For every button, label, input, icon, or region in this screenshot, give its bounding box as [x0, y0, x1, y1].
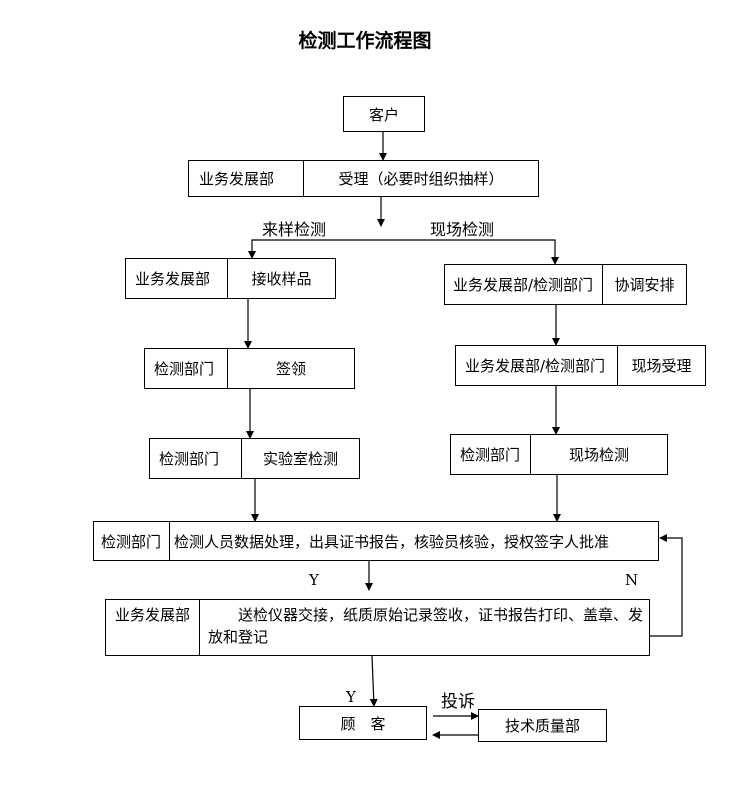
- client-box: 顾 客: [299, 706, 427, 740]
- sign-box: 检测部门 签领: [144, 348, 355, 389]
- arrow-deliver-client: [369, 655, 378, 707]
- deliver-box: 业务发展部 送检仪器交接，纸质原始记录签收，证书报告打印、盖章、发放和登记: [105, 599, 650, 656]
- process-dept: 检测部门: [101, 532, 162, 551]
- arrow-branch-left: [248, 239, 381, 259]
- yes-label-deliver: Y: [346, 688, 356, 706]
- arrow-deliver-back-process: [650, 534, 683, 637]
- process-text: 检测人员数据处理，出具证书报告，核验员核验，授权签字人批准: [169, 522, 658, 560]
- lab-box: 检测部门 实验室检测: [149, 438, 360, 479]
- lab-dept: 检测部门: [159, 450, 220, 468]
- yes-label-process: Y: [309, 571, 319, 589]
- quality-box: 技术质量部: [478, 709, 607, 742]
- onsite-test-text: 现场检测: [530, 435, 667, 474]
- sign-dept: 检测部门: [154, 360, 215, 378]
- receive-text: 接收样品: [227, 259, 335, 298]
- accept-dept: 业务发展部: [199, 170, 275, 188]
- onsite-accept-box: 业务发展部/检测部门 现场受理: [455, 345, 706, 386]
- process-box: 检测部门 检测人员数据处理，出具证书报告，核验员核验，授权签字人批准: [93, 521, 659, 561]
- branch-sample-label: 来样检测: [262, 220, 327, 239]
- receive-box: 业务发展部 接收样品: [125, 258, 336, 299]
- accept-box: 业务发展部 受理（必要时组织抽样）: [188, 160, 539, 197]
- deliver-text: 送检仪器交接，纸质原始记录签收，证书报告打印、盖章、发放和登记: [199, 600, 649, 655]
- quality-label: 技术质量部: [504, 717, 580, 735]
- coord-text: 协调安排: [602, 265, 686, 304]
- onsite-accept-dept: 业务发展部/检测部门: [465, 357, 606, 375]
- customer-box: 客户: [343, 96, 425, 132]
- onsite-accept-text: 现场受理: [617, 346, 705, 385]
- arrow-branch-right: [381, 239, 559, 265]
- coord-dept: 业务发展部/检测部门: [453, 276, 594, 294]
- onsite-test-box: 检测部门 现场检测: [450, 434, 668, 475]
- receive-dept: 业务发展部: [135, 270, 211, 288]
- coord-box: 业务发展部/检测部门 协调安排: [444, 264, 687, 305]
- branch-onsite-label: 现场检测: [430, 220, 495, 239]
- client-label: 顾 客: [340, 714, 386, 733]
- complaint-label: 投诉: [441, 692, 475, 712]
- onsite-test-dept: 检测部门: [460, 446, 521, 464]
- sign-text: 签领: [227, 349, 354, 388]
- deliver-dept: 业务发展部: [115, 606, 191, 624]
- lab-text: 实验室检测: [241, 439, 359, 478]
- no-label-process: N: [625, 571, 639, 589]
- customer-label: 客户: [368, 105, 399, 124]
- accept-text: 受理（必要时组织抽样）: [303, 161, 538, 196]
- page-title: 检测工作流程图: [298, 30, 432, 52]
